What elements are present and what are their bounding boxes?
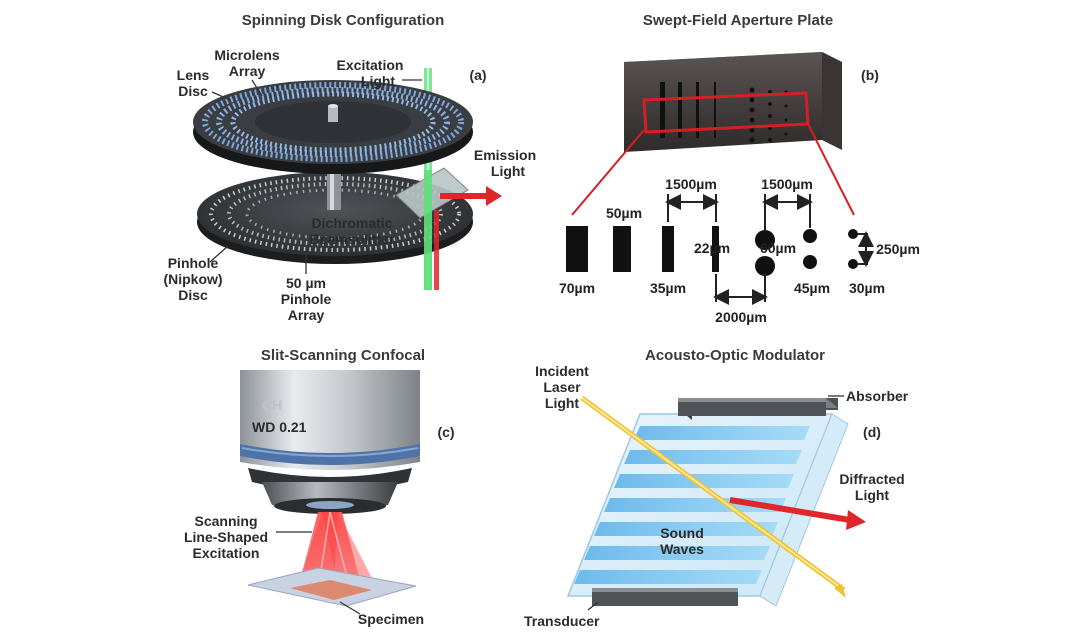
label-transducer: Transducer <box>524 613 600 629</box>
label-lens-disc: Disc <box>178 83 208 99</box>
panel-c: Slit-Scanning Confocal (c) CH WD 0.21 Sc… <box>184 347 455 627</box>
dim-label-22: 22µm <box>694 240 730 256</box>
label-diffracted: Diffracted <box>839 471 904 487</box>
label-50um: 50 µm <box>286 275 326 291</box>
label-pinhole: Pinhole <box>168 255 219 271</box>
pinhole-60um-top <box>755 230 775 250</box>
objective-lens <box>240 370 420 514</box>
panel-b-title: Swept-Field Aperture Plate <box>643 12 833 29</box>
label-pinhole-array-2: Array <box>288 307 325 323</box>
label-specimen: Specimen <box>358 611 424 627</box>
label-emission-light: Light <box>491 163 526 179</box>
aperture-plate <box>624 52 842 152</box>
dim-label-35: 35µm <box>650 280 686 296</box>
panel-d-title: Acousto-Optic Modulator <box>645 347 825 364</box>
dim-label-60: 60µm <box>760 240 796 256</box>
label-absorber: Absorber <box>846 388 909 404</box>
dim-label-1500-a: 1500µm <box>665 176 717 192</box>
transducer <box>592 588 738 606</box>
label-microlens: Microlens <box>214 47 280 63</box>
pinhole-45um-top <box>803 229 817 243</box>
dim-label-2000: 2000µm <box>715 309 767 325</box>
objective-text-partial: CH <box>262 397 282 413</box>
label-light: Light <box>545 395 580 411</box>
label-beamsplitter: Beamsplitter <box>310 231 395 247</box>
label-lens: Lens <box>177 67 210 83</box>
panel-d: Acousto-Optic Modulator (d) <box>524 347 909 629</box>
label-excitation: Excitation <box>337 57 404 73</box>
pinhole-30um-bottom <box>848 259 858 269</box>
slit-50um <box>613 226 631 272</box>
label-incident: Incident <box>535 363 589 379</box>
label-laser: Laser <box>543 379 581 395</box>
specimen-sample <box>290 580 372 600</box>
panel-d-tag: (d) <box>863 424 881 440</box>
zoom-line-left <box>571 129 645 216</box>
objective-wd-text: WD 0.21 <box>252 419 307 435</box>
zoom-line-right <box>807 123 855 216</box>
emission-beam-vertical <box>434 210 439 290</box>
slit-22um <box>712 226 719 272</box>
label-diffracted-light: Light <box>855 487 890 503</box>
label-excitation-light: Light <box>361 73 396 89</box>
panel-c-title: Slit-Scanning Confocal <box>261 347 425 364</box>
label-scanning: Scanning <box>194 513 257 529</box>
label-emission: Emission <box>474 147 536 163</box>
dim-label-30: 30µm <box>849 280 885 296</box>
pinhole-60um-bottom <box>755 256 775 276</box>
dim-label-50: 50µm <box>606 205 642 221</box>
panel-a-title: Spinning Disk Configuration <box>242 12 445 29</box>
dim-label-70: 70µm <box>559 280 595 296</box>
slit-35um <box>662 226 674 272</box>
lens-disc <box>193 80 473 174</box>
label-sound: Sound <box>660 525 704 541</box>
panel-a-tag: (a) <box>469 67 486 83</box>
label-pinhole-array-1: Pinhole <box>281 291 332 307</box>
label-dichromatic: Dichromatic <box>312 215 393 231</box>
dim-label-250: 250µm <box>876 241 920 257</box>
pinhole-45um-bottom <box>803 255 817 269</box>
label-line-shaped: Line-Shaped <box>184 529 268 545</box>
label-pinhole-disc: Disc <box>178 287 208 303</box>
dim-label-1500-b: 1500µm <box>761 176 813 192</box>
pinhole-30um-top <box>848 229 858 239</box>
label-excitation: Excitation <box>193 545 260 561</box>
label-sound-waves: Waves <box>660 541 704 557</box>
label-microlens-array: Array <box>229 63 266 79</box>
panel-b-tag: (b) <box>861 67 879 83</box>
label-nipkow: (Nipkow) <box>163 271 222 287</box>
slit-70um <box>566 226 588 272</box>
diffracted-beam <box>729 497 851 523</box>
dim-label-45: 45µm <box>794 280 830 296</box>
panel-b: Swept-Field Aperture Plate (b) <box>559 12 920 325</box>
panel-c-tag: (c) <box>437 424 454 440</box>
zoomed-apertures <box>566 226 858 276</box>
panel-a: Spinning Disk Configuration (a) <box>163 12 536 323</box>
